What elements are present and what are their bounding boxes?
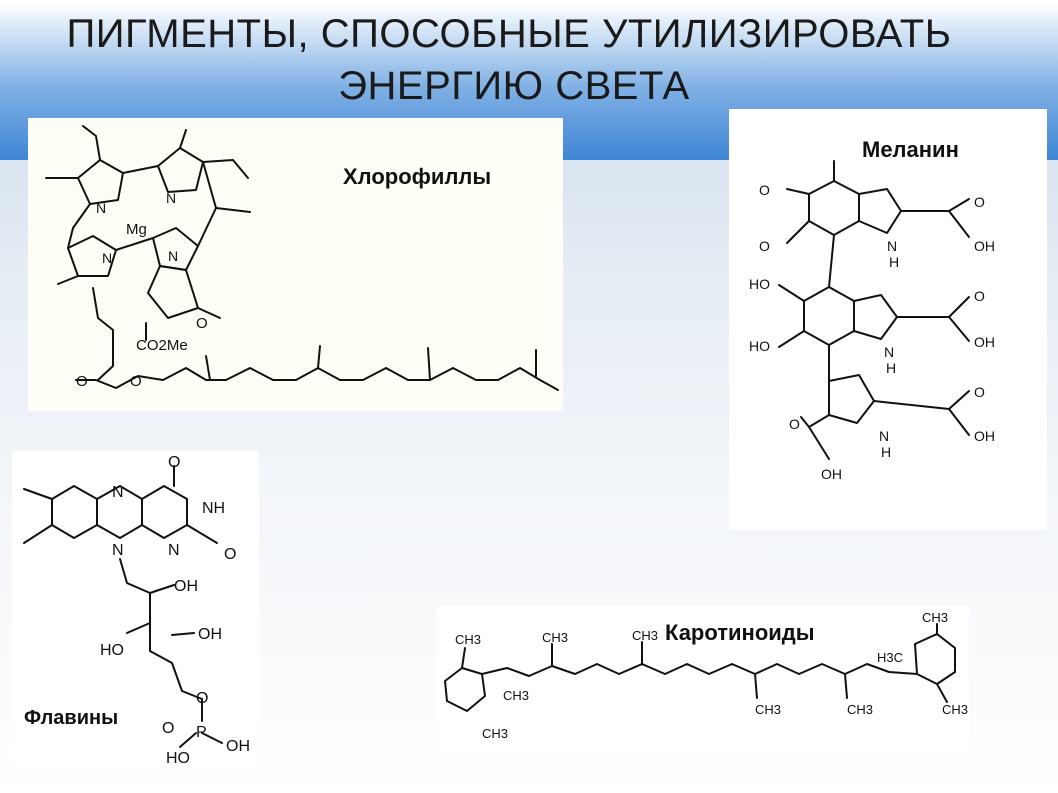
car-ch3-6: CH3	[755, 702, 781, 717]
flavin-label: Флавины	[24, 707, 119, 729]
atom-n-4: N	[102, 250, 112, 266]
car-ch3-4: CH3	[503, 688, 529, 703]
atom-o-ketone: O	[196, 315, 208, 332]
flavin-structure: N N N O NH O OH HO OH O O P OH HO	[23, 454, 250, 766]
ionone-ring-left	[444, 667, 486, 712]
pyrimidine-ring	[141, 485, 188, 539]
flavin-ho-2: HO	[166, 750, 190, 766]
pyrrole-ring-3	[828, 374, 875, 424]
flavin-o-4: O	[162, 720, 174, 737]
flavin-oh-1: OH	[174, 578, 198, 595]
car-h3c: H3C	[877, 650, 903, 665]
flavin-o-2: O	[224, 546, 236, 563]
atom-o-ester-1: O	[76, 373, 88, 390]
benzene-ring	[51, 485, 98, 539]
melanin-o-2: O	[759, 238, 770, 254]
carotenoid-panel: CH3 CH3 CH3 CH3 CH3 CH3 CH3 CH3 H3C CH3 …	[437, 606, 969, 748]
melanin-o-3: O	[974, 194, 985, 210]
melanin-oh-4: OH	[821, 466, 842, 482]
atom-n-3: N	[168, 248, 178, 264]
melanin-h-3: H	[881, 444, 891, 460]
flavin-ho-1: HO	[100, 642, 124, 659]
pyrrole-ring-2	[853, 294, 898, 340]
melanin-h-2: H	[886, 360, 896, 376]
pyrrole-ring-1	[858, 188, 902, 234]
flavin-p: P	[196, 724, 207, 741]
flavin-panel: N N N O NH O OH HO OH O O P OH HO Флавин…	[12, 451, 259, 766]
melanin-nh-2: N	[884, 344, 894, 360]
cyclopentanone-ring	[147, 265, 199, 319]
flavin-o-1: O	[168, 454, 180, 471]
melanin-nh-1: N	[887, 238, 897, 254]
carotenoid-label: Каротиноиды	[665, 620, 815, 645]
car-ch3-7: CH3	[847, 702, 873, 717]
car-ch3-3: CH3	[632, 628, 658, 643]
melanin-h-1: H	[889, 254, 899, 270]
car-ch3-1: CH3	[455, 632, 481, 647]
melanin-oh-1: OH	[974, 238, 995, 254]
flavin-oh-3: OH	[226, 738, 250, 755]
flavin-n-2: N	[112, 542, 124, 559]
melanin-ho-1: HO	[749, 276, 770, 292]
slide-title-line1: ПИГМЕНТЫ, СПОСОБНЫЕ УТИЛИЗИРОВАТЬ	[66, 12, 952, 56]
slide-title: ПИГМЕНТЫ, СПОСОБНЫЕ УТИЛИЗИРОВАТЬ ЭНЕРГИ…	[0, 8, 1058, 112]
flavin-n-3: N	[168, 542, 180, 559]
carotenoid-structure: CH3 CH3 CH3 CH3 CH3 CH3 CH3 CH3 H3C CH3	[444, 610, 968, 741]
melanin-panel: O O O OH N H HO HO O OH N H O OH N H O O…	[729, 109, 1047, 530]
melanin-nh-3: N	[879, 428, 889, 444]
ionone-ring-right	[914, 633, 956, 685]
melanin-oh-3: OH	[974, 428, 995, 444]
chlorophyll-structure: N N N N Mg CO2Me O O O	[45, 125, 559, 391]
pyrrole-ring-c	[152, 227, 199, 271]
pyrrole-ring-d	[67, 235, 117, 277]
melanin-o-1: O	[759, 182, 770, 198]
benzene-ring-2	[803, 286, 855, 346]
chlorophyll-label: Хлорофиллы	[343, 164, 492, 189]
atom-mg: Mg	[126, 221, 147, 238]
melanin-ho-2: HO	[749, 338, 770, 354]
car-ch3-8: CH3	[922, 610, 948, 625]
ester-group: CO2Me	[136, 337, 188, 354]
car-ch3-5: CH3	[482, 726, 508, 741]
atom-n-1: N	[96, 200, 106, 216]
pyrrole-ring-b	[157, 147, 204, 193]
melanin-o-5: O	[974, 384, 985, 400]
melanin-structure: O O O OH N H HO HO O OH N H O OH N H O O…	[749, 160, 995, 482]
chlorophyll-panel: N N N N Mg CO2Me O O O Хлорофиллы	[28, 118, 563, 411]
flavin-oh-2: OH	[198, 626, 222, 643]
flavin-n-1: N	[112, 484, 124, 501]
pyrrole-ring-a	[77, 159, 124, 205]
benzene-ring-1	[808, 180, 860, 236]
atom-n-2: N	[166, 190, 176, 206]
atom-o-ester-2: O	[130, 373, 142, 390]
flavin-nh: NH	[202, 500, 225, 517]
melanin-oh-2: OH	[974, 334, 995, 350]
melanin-o-6: O	[789, 416, 800, 432]
car-ch3-2: CH3	[542, 630, 568, 645]
flavin-o-3: O	[196, 690, 208, 707]
melanin-o-4: O	[974, 288, 985, 304]
slide-title-line2: ЭНЕРГИЮ СВЕТА	[338, 64, 690, 108]
melanin-label: Меланин	[862, 137, 959, 162]
car-ch3-9: CH3	[942, 702, 968, 717]
